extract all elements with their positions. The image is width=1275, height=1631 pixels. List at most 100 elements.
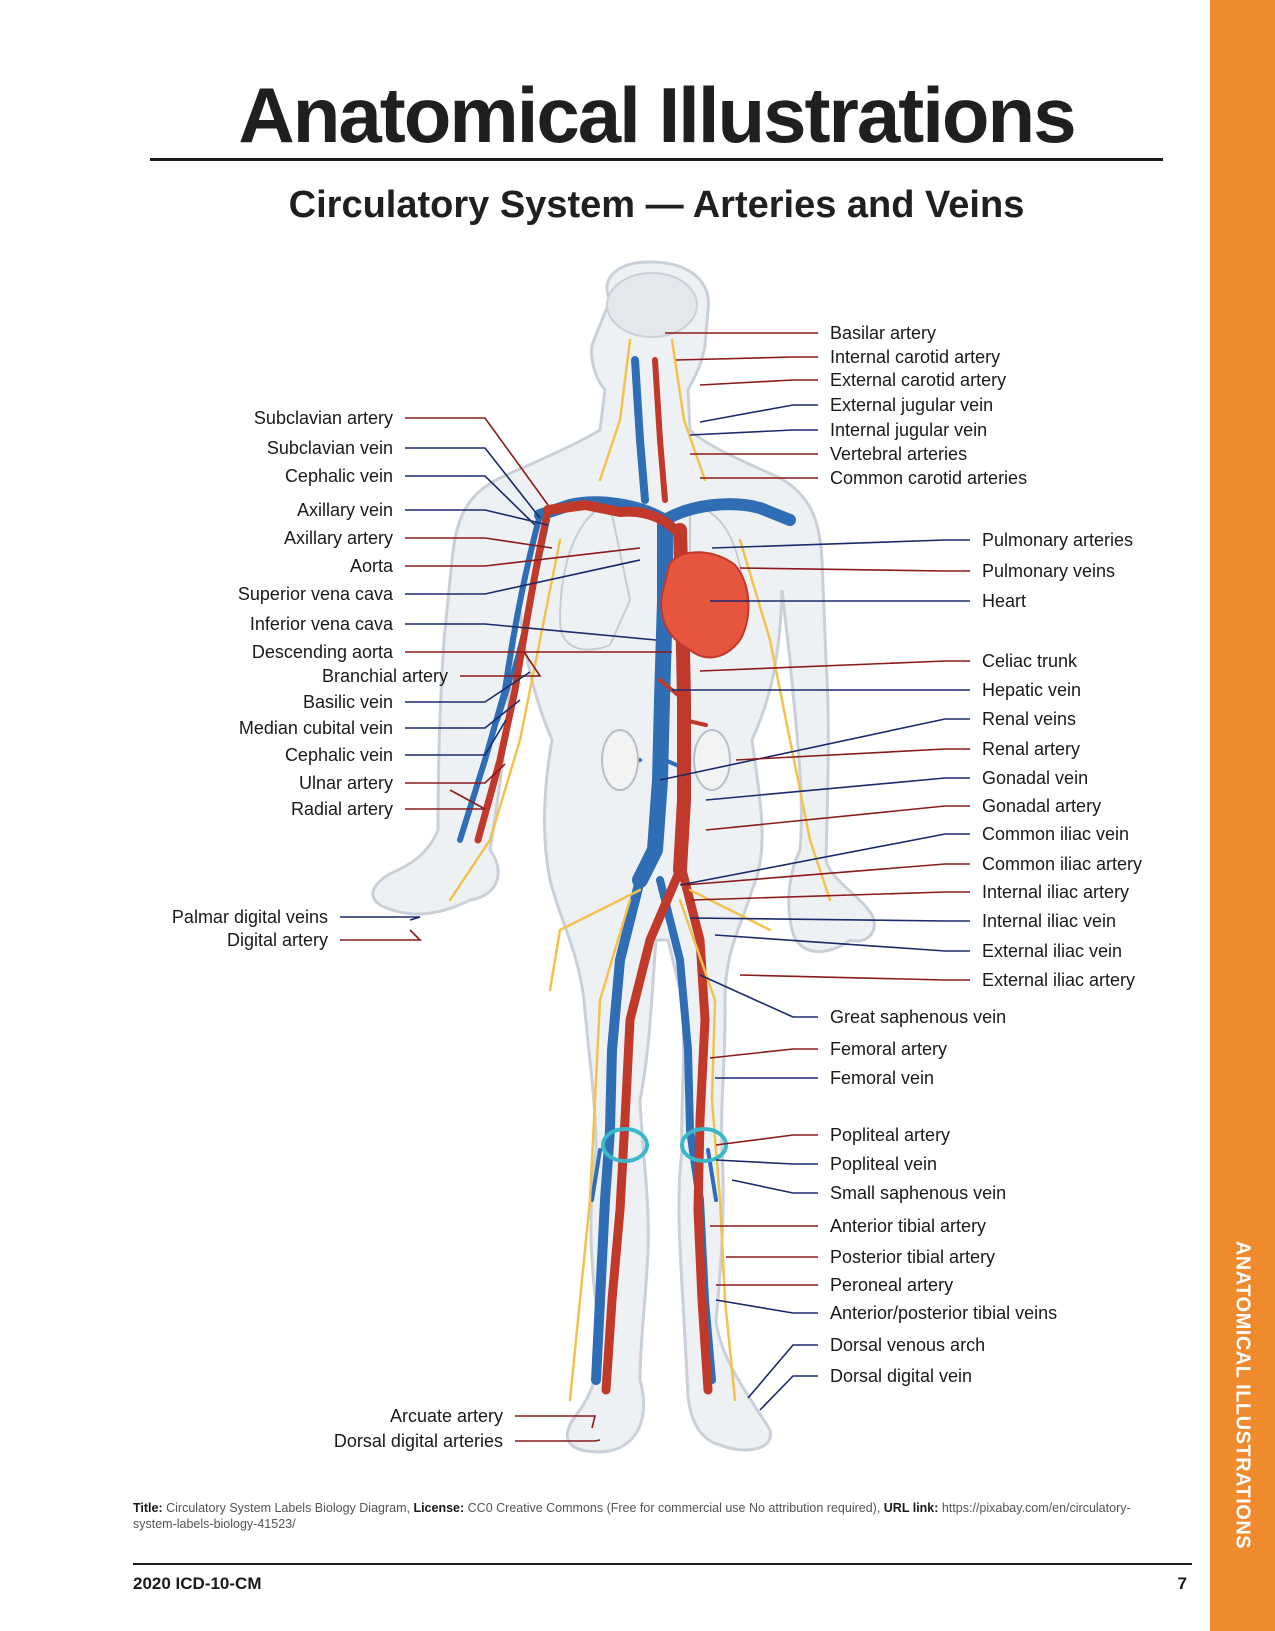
brain <box>606 272 698 338</box>
label-palmar-digital-veins: Palmar digital veins <box>172 907 328 927</box>
leader-line-aorta <box>405 547 641 567</box>
page-title: Anatomical Illustrations <box>238 71 1076 159</box>
label-hepatic-vein: Hepatic vein <box>982 680 1081 700</box>
label-renal-artery: Renal artery <box>982 739 1080 759</box>
label-external-iliac-vein: External iliac vein <box>982 941 1122 961</box>
leader-line-basilic-vein <box>405 671 531 703</box>
label-vertebral-arteries: Vertebral arteries <box>830 444 967 464</box>
leader-line-great-saphenous-vein <box>699 974 818 1018</box>
label-basilar-artery: Basilar artery <box>830 323 936 343</box>
title-divider <box>150 158 1163 161</box>
leader-line-renal-artery <box>735 748 970 761</box>
leader-line-superior-vena-cava <box>405 559 641 595</box>
leader-line-external-iliac-artery <box>739 974 970 981</box>
leader-line-internal-jugular-vein <box>689 429 818 436</box>
label-anterior-tibial-artery: Anterior tibial artery <box>830 1216 986 1236</box>
label-dorsal-digital-vein: Dorsal digital vein <box>830 1366 972 1386</box>
leader-line-anterior-posterior-tibial-veins <box>715 1299 818 1314</box>
leader-line-external-jugular-vein <box>699 404 818 423</box>
leader-line-external-carotid-artery <box>699 379 818 386</box>
leader-line-radial-artery <box>405 789 486 810</box>
credit-url-label: URL link: <box>883 1501 939 1515</box>
label-cephalic-vein: Cephalic vein <box>285 466 393 486</box>
footer-edition: 2020 ICD-10-CM <box>133 1574 262 1593</box>
label-external-carotid-artery: External carotid artery <box>830 370 1006 390</box>
label-axillary-artery: Axillary artery <box>284 528 393 548</box>
label-anterior-posterior-tibial-veins: Anterior/posterior tibial veins <box>830 1303 1057 1323</box>
label-branchial-artery: Branchial artery <box>322 666 448 686</box>
leader-line-axillary-artery <box>405 537 553 549</box>
label-pulmonary-arteries: Pulmonary arteries <box>982 530 1133 550</box>
label-subclavian-vein: Subclavian vein <box>267 438 393 458</box>
leader-line-external-iliac-vein <box>714 934 970 952</box>
credit-title-value: Circulatory System Labels Biology Diagra… <box>166 1501 410 1515</box>
label-internal-iliac-artery: Internal iliac artery <box>982 882 1129 902</box>
label-arcuate-artery: Arcuate artery <box>390 1406 503 1426</box>
credit-url-link[interactable]: https://pixabay.com/en/circulatory-syste… <box>133 1501 1131 1531</box>
leader-line-pulmonary-arteries <box>711 539 970 549</box>
nerves <box>448 338 832 1402</box>
leader-line-inferior-vena-cava <box>405 623 657 641</box>
label-pulmonary-veins: Pulmonary veins <box>982 561 1115 581</box>
leader-line-celiac-trunk <box>699 660 970 672</box>
leader-line-subclavian-vein <box>405 447 541 519</box>
label-basilic-vein: Basilic vein <box>303 692 393 712</box>
label-cephalic-vein: Cephalic vein <box>285 745 393 765</box>
heart-shape <box>660 551 750 659</box>
label-common-iliac-vein: Common iliac vein <box>982 824 1129 844</box>
label-median-cubital-vein: Median cubital vein <box>239 718 393 738</box>
label-internal-iliac-vein: Internal iliac vein <box>982 911 1116 931</box>
leader-line-median-cubital-vein <box>405 699 521 729</box>
leader-line-palmar-digital-veins <box>340 916 421 921</box>
sidebar-tab <box>1210 0 1275 1631</box>
label-posterior-tibial-artery: Posterior tibial artery <box>830 1247 995 1267</box>
leader-line-dorsal-venous-arch <box>747 1344 818 1399</box>
knee-caps <box>601 1127 728 1163</box>
label-renal-veins: Renal veins <box>982 709 1076 729</box>
leader-line-internal-iliac-vein <box>689 917 970 922</box>
page-number: 7 <box>1177 1574 1187 1593</box>
footer-divider <box>133 1563 1192 1565</box>
leader-line-dorsal-digital-arteries <box>515 1439 601 1442</box>
label-subclavian-artery: Subclavian artery <box>254 408 393 428</box>
label-popliteal-vein: Popliteal vein <box>830 1154 937 1174</box>
label-dorsal-venous-arch: Dorsal venous arch <box>830 1335 985 1355</box>
credit-license-label: License: <box>413 1501 465 1515</box>
label-common-carotid-arteries: Common carotid arteries <box>830 468 1027 488</box>
label-celiac-trunk: Celiac trunk <box>982 651 1078 671</box>
sidebar-label: ANATOMICAL ILLUSTRATIONS <box>1231 1240 1254 1550</box>
label-internal-carotid-artery: Internal carotid artery <box>830 347 1000 367</box>
label-femoral-vein: Femoral vein <box>830 1068 934 1088</box>
leader-line-axillary-vein <box>405 509 549 526</box>
label-heart: Heart <box>982 591 1026 611</box>
leader-line-digital-artery <box>340 929 422 941</box>
label-internal-jugular-vein: Internal jugular vein <box>830 420 987 440</box>
leader-line-popliteal-vein <box>715 1159 818 1165</box>
body-silhouette <box>371 260 876 1454</box>
label-small-saphenous-vein: Small saphenous vein <box>830 1183 1006 1203</box>
label-digital-artery: Digital artery <box>227 930 328 950</box>
label-external-iliac-artery: External iliac artery <box>982 970 1135 990</box>
label-superior-vena-cava: Superior vena cava <box>238 584 394 604</box>
label-peroneal-artery: Peroneal artery <box>830 1275 953 1295</box>
label-ulnar-artery: Ulnar artery <box>299 773 393 793</box>
leader-line-common-iliac-artery <box>683 863 970 886</box>
label-great-saphenous-vein: Great saphenous vein <box>830 1007 1006 1027</box>
leader-lines <box>340 332 970 1442</box>
label-radial-artery: Radial artery <box>291 799 393 819</box>
label-descending-aorta: Descending aorta <box>252 642 394 662</box>
leader-line-small-saphenous-vein <box>731 1179 818 1194</box>
label-axillary-vein: Axillary vein <box>297 500 393 520</box>
label-gonadal-artery: Gonadal artery <box>982 796 1101 816</box>
label-dorsal-digital-arteries: Dorsal digital arteries <box>334 1431 503 1451</box>
leader-line-ulnar-artery <box>405 763 506 784</box>
leader-line-internal-carotid-artery <box>675 356 818 361</box>
page-subtitle: Circulatory System — Arteries and Veins <box>288 184 1025 226</box>
leader-line-pulmonary-veins <box>739 567 970 572</box>
label-inferior-vena-cava: Inferior vena cava <box>250 614 394 634</box>
leader-line-common-iliac-vein <box>679 833 970 886</box>
label-aorta: Aorta <box>350 556 394 576</box>
